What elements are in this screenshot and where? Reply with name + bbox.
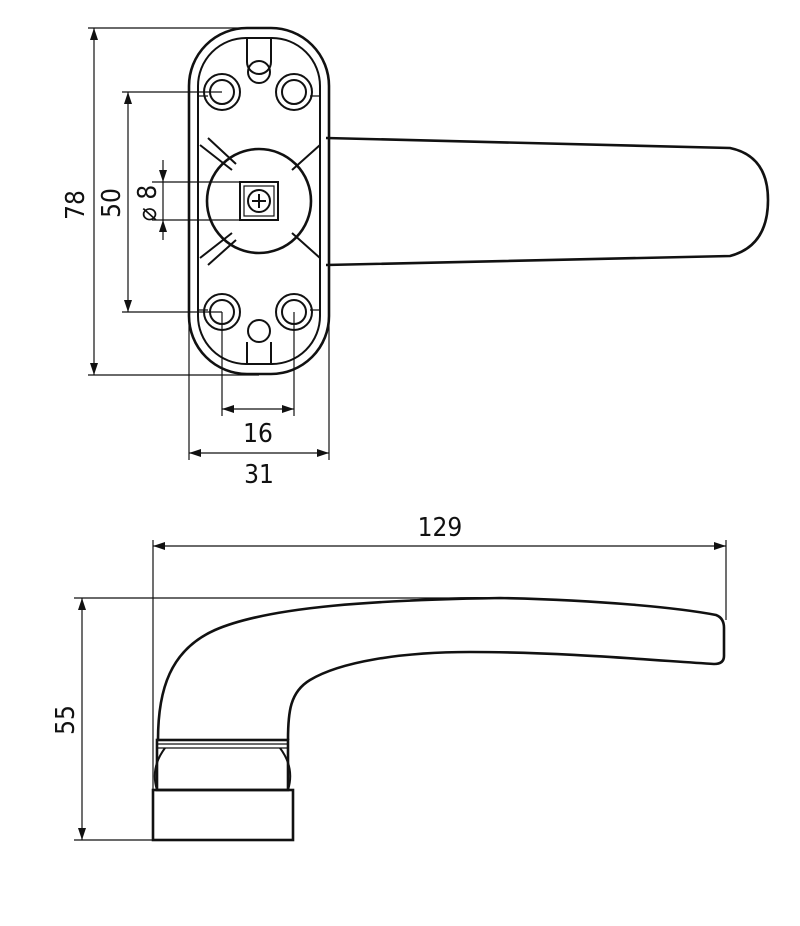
bottom-notch-circle bbox=[247, 319, 271, 343]
collar-detail bbox=[157, 743, 288, 749]
dim-78-label: 78 bbox=[61, 190, 91, 220]
bottom-notch bbox=[246, 342, 272, 364]
screw-hole-top-right bbox=[275, 73, 313, 111]
dim-129-label: 129 bbox=[418, 513, 463, 543]
square-spindle-inner bbox=[243, 185, 275, 217]
spindle-boss bbox=[205, 147, 313, 255]
dimension-diameter-8: ⌀ 8 bbox=[133, 160, 240, 240]
dim-16-label: 16 bbox=[243, 419, 273, 449]
dimension-31: 31 bbox=[188, 300, 330, 490]
lever-top-outline bbox=[325, 136, 770, 267]
collar-curve-right bbox=[279, 747, 292, 791]
diagonal-ribs bbox=[199, 137, 321, 266]
rosette-base bbox=[151, 788, 295, 842]
top-notch-circle bbox=[247, 60, 271, 84]
dim-31-label: 31 bbox=[244, 460, 274, 490]
side-view: 129 55 bbox=[51, 513, 727, 842]
dimension-55: 55 bbox=[51, 597, 500, 841]
top-view: 78 50 ⌀ 8 16 bbox=[61, 26, 770, 490]
collar-curve-left bbox=[153, 747, 166, 791]
dimension-50: 50 bbox=[97, 91, 222, 313]
dim-50-label: 50 bbox=[97, 188, 127, 218]
top-notch bbox=[246, 38, 272, 75]
dimension-129: 129 bbox=[152, 513, 727, 790]
dimension-16: 16 bbox=[221, 312, 295, 449]
lever-side-outline bbox=[156, 596, 726, 741]
square-spindle bbox=[239, 181, 279, 221]
dim-diameter-8-label: ⌀ 8 bbox=[133, 185, 163, 221]
tick-marks bbox=[198, 95, 320, 311]
dimension-78: 78 bbox=[61, 27, 259, 376]
screw-cross-icon bbox=[247, 189, 271, 213]
rosette-inner bbox=[197, 37, 321, 365]
dim-55-label: 55 bbox=[51, 705, 81, 735]
